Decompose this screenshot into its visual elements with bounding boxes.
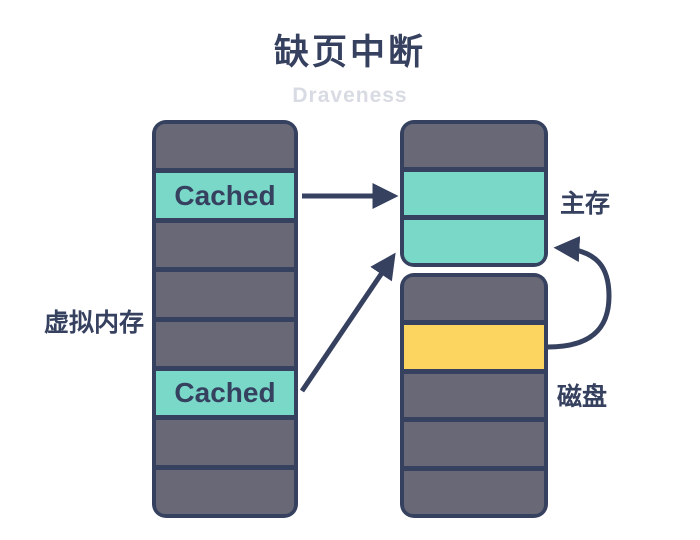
diagram-title: 缺页中断 <box>273 33 426 72</box>
label-virtual-memory: 虚拟内存 <box>44 309 145 337</box>
label-main-memory: 主存 <box>560 190 611 218</box>
disk-row-3 <box>404 373 544 418</box>
disk-row-2 <box>404 325 544 369</box>
main-memory-column <box>400 120 548 267</box>
watermark-text: Draveness <box>292 84 408 107</box>
disk-row-5 <box>404 470 544 515</box>
virtual-memory-row-6-cached: Cached <box>156 370 294 416</box>
virtual-memory-row-7 <box>156 420 294 465</box>
arrow-disk-to-main-memory <box>545 236 612 350</box>
label-disk: 磁盘 <box>557 383 608 411</box>
virtual-memory-row-4 <box>156 272 294 317</box>
virtual-memory-row-1 <box>156 124 294 169</box>
disk-column <box>400 273 548 518</box>
virtual-memory-row-5 <box>156 321 294 366</box>
arrow-cached-bottom-to-main-memory <box>299 252 396 393</box>
disk-row-1 <box>404 277 544 321</box>
main-memory-row-2 <box>404 172 544 215</box>
virtual-memory-row-8 <box>156 469 294 514</box>
virtual-memory-row-3 <box>156 222 294 268</box>
main-memory-row-1 <box>404 124 544 167</box>
disk-row-4 <box>404 422 544 466</box>
main-memory-row-3 <box>404 220 544 263</box>
virtual-memory-row-2-cached: Cached <box>156 173 294 218</box>
